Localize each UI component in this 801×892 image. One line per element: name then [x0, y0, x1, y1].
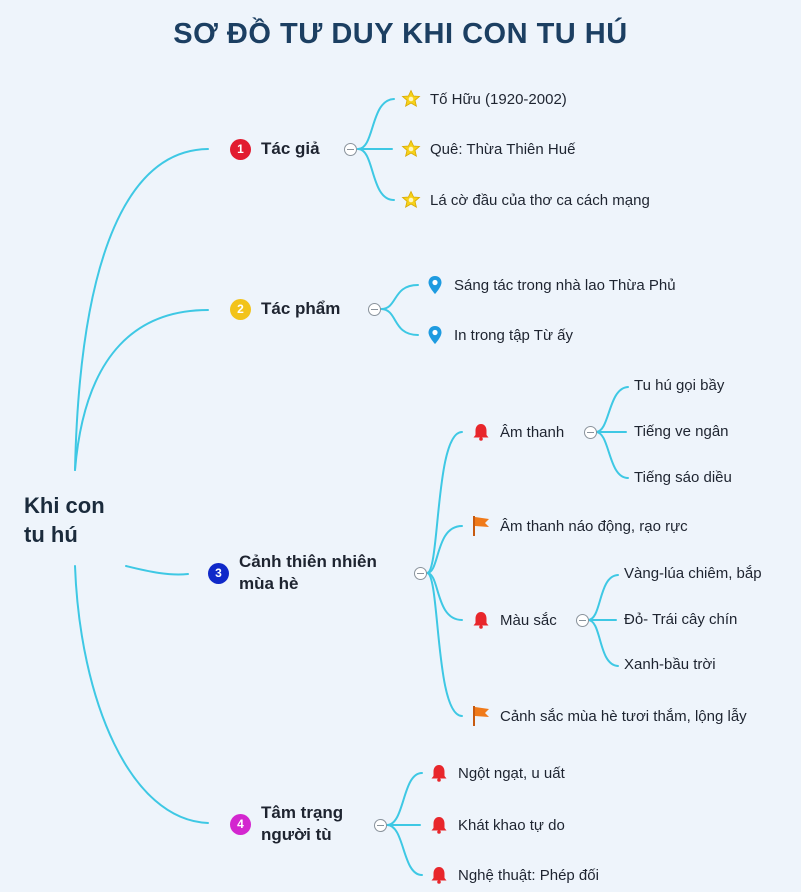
leaf-item: Khát khao tự do — [428, 815, 565, 835]
root-node: Khi con tu hú — [24, 491, 105, 549]
branch-canh-thien-nhien[interactable]: 3 Cảnh thiên nhiên mùa hè — [208, 551, 377, 595]
sub-leaf-item: Tiếng sáo diều — [634, 469, 732, 486]
sub-leaf-label: Tu hú gọi bầy — [634, 377, 725, 394]
bell-icon — [428, 763, 450, 783]
location-pin-icon — [424, 325, 446, 345]
leaf-label: Khát khao tự do — [458, 816, 565, 834]
star-icon — [400, 89, 422, 109]
sub-leaf-label: Tiếng sáo diều — [634, 469, 732, 486]
branch-label-line1: Cảnh thiên nhiên — [239, 552, 377, 571]
leaf-label: Ngột ngạt, u uất — [458, 764, 565, 782]
sub-leaf-item: Tiếng ve ngân — [634, 423, 729, 440]
sub-leaf-label: Tiếng ve ngân — [634, 423, 729, 440]
leaf-item: In trong tập Từ ấy — [424, 325, 573, 345]
star-icon — [400, 190, 422, 210]
branch-tac-pham[interactable]: 2 Tác phẩm — [230, 298, 340, 320]
sub-leaf-item: Xanh-bầu trời — [624, 656, 716, 673]
bell-icon — [428, 815, 450, 835]
leaf-label: Màu sắc — [500, 611, 557, 629]
number-badge: 3 — [208, 562, 229, 584]
branch-label-line1: Tâm trạng — [261, 803, 344, 822]
bell-icon — [428, 865, 450, 885]
branch-label-line2: người tù — [261, 825, 332, 844]
collapse-toggle[interactable] — [414, 567, 427, 580]
flag-icon — [470, 516, 492, 536]
root-label-line2: tu hú — [24, 522, 78, 547]
leaf-item: Nghệ thuật: Phép đối — [428, 865, 599, 885]
leaf-item: Màu sắc — [470, 610, 557, 630]
leaf-label: In trong tập Từ ấy — [454, 326, 573, 344]
star-icon — [400, 139, 422, 159]
leaf-item: Âm thanh náo động, rạo rực — [470, 516, 688, 536]
sub-leaf-label: Vàng-lúa chiêm, bắp — [624, 565, 762, 582]
leaf-label: Nghệ thuật: Phép đối — [458, 866, 599, 884]
leaf-label: Tố Hữu (1920-2002) — [430, 90, 567, 108]
number-badge: 4 — [230, 813, 251, 835]
leaf-label: Âm thanh náo động, rạo rực — [500, 517, 688, 535]
number-badge: 2 — [230, 298, 251, 320]
collapse-toggle[interactable] — [368, 303, 381, 316]
leaf-label: Quê: Thừa Thiên Huế — [430, 140, 576, 158]
sub-leaf-item: Tu hú gọi bầy — [634, 377, 724, 394]
collapse-toggle[interactable] — [576, 614, 589, 627]
page-title: SƠ ĐỒ TƯ DUY KHI CON TU HÚ — [173, 18, 628, 50]
bell-icon — [470, 610, 492, 630]
leaf-item: Âm thanh — [470, 422, 564, 442]
collapse-toggle[interactable] — [584, 426, 597, 439]
branch-label: Tác giả — [261, 139, 320, 158]
sub-leaf-label: Đỏ- Trái cây chín — [624, 611, 738, 628]
sub-leaf-label: Xanh-bầu trời — [624, 656, 716, 673]
leaf-item: Lá cờ đầu của thơ ca cách mạng — [400, 190, 650, 210]
root-label-line1: Khi con — [24, 493, 105, 518]
leaf-item: Cảnh sắc mùa hè tươi thắm, lộng lẫy — [470, 706, 747, 726]
flag-icon — [470, 706, 492, 726]
sub-leaf-item: Đỏ- Trái cây chín — [624, 611, 737, 628]
branch-tam-trang[interactable]: 4 Tâm trạng người tù — [230, 802, 343, 846]
leaf-item: Sáng tác trong nhà lao Thừa Phủ — [424, 275, 676, 295]
location-pin-icon — [424, 275, 446, 295]
leaf-label: Sáng tác trong nhà lao Thừa Phủ — [454, 276, 676, 294]
leaf-item: Quê: Thừa Thiên Huế — [400, 139, 575, 159]
branch-label: Tác phẩm — [261, 299, 341, 318]
leaf-label: Lá cờ đầu của thơ ca cách mạng — [430, 191, 650, 209]
branch-label-line2: mùa hè — [239, 574, 299, 593]
leaf-label: Cảnh sắc mùa hè tươi thắm, lộng lẫy — [500, 707, 747, 725]
leaf-item: Ngột ngạt, u uất — [428, 763, 565, 783]
collapse-toggle[interactable] — [344, 143, 357, 156]
leaf-label: Âm thanh — [500, 423, 565, 441]
collapse-toggle[interactable] — [374, 819, 387, 832]
branch-tac-gia[interactable]: 1 Tác giả — [230, 138, 320, 160]
number-badge: 1 — [230, 138, 251, 160]
leaf-item: Tố Hữu (1920-2002) — [400, 89, 567, 109]
sub-leaf-item: Vàng-lúa chiêm, bắp — [624, 565, 762, 582]
bell-icon — [470, 422, 492, 442]
